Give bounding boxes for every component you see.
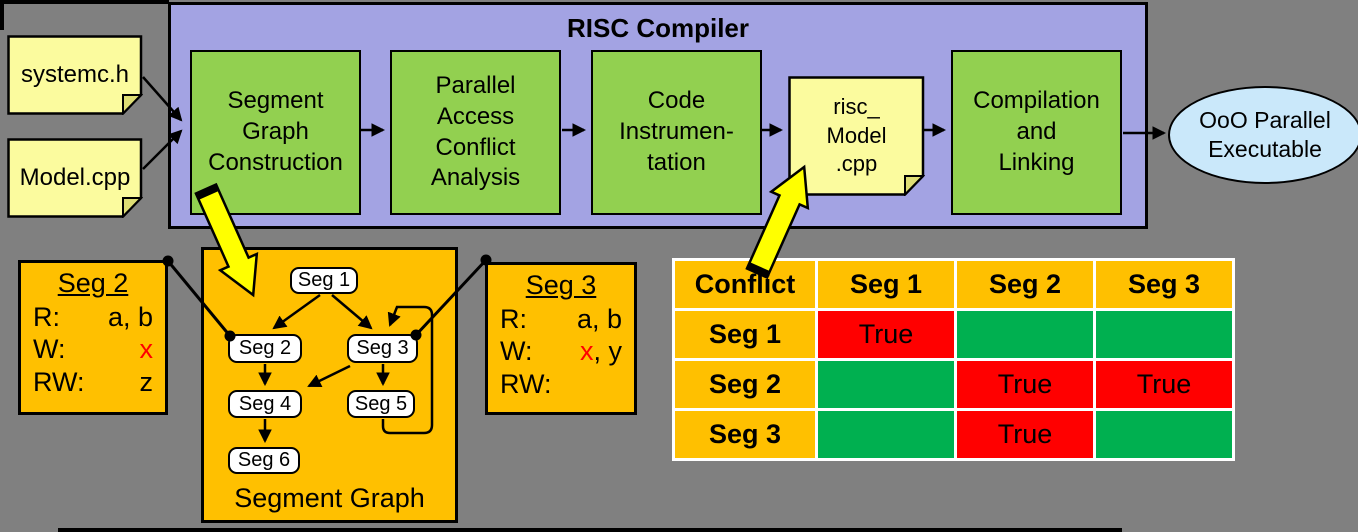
table-cell-seg3-seg1	[818, 411, 954, 458]
seg2-write-row: W: x	[33, 333, 153, 365]
table-header-seg2: Seg 2	[957, 261, 1093, 308]
table-rowheader-seg2: Seg 2	[675, 361, 815, 408]
graph-node-seg3: Seg 3	[347, 334, 418, 363]
read-label: R:	[500, 304, 527, 334]
write-value-conflict: x	[579, 336, 594, 367]
seg3-title: Seg 3	[525, 270, 597, 300]
table-cell-seg3-seg3	[1096, 411, 1232, 458]
sticky-note-shape	[7, 35, 144, 116]
readwrite-value: z	[139, 366, 154, 397]
table-cell-seg1-seg1: True	[818, 311, 954, 358]
table-cell-seg3-seg2: True	[957, 411, 1093, 458]
systemc-h-note: systemc.h	[7, 35, 144, 116]
table-cell-seg1-seg2	[957, 311, 1093, 358]
seg2-detail-box: Seg 2 R: a, b W: x RW: z	[18, 260, 168, 415]
table-rowheader-seg1: Seg 1	[675, 311, 815, 358]
table-header-seg1: Seg 1	[818, 261, 954, 308]
readwrite-label: RW:	[500, 368, 552, 399]
read-value: a, b	[107, 302, 153, 332]
graph-node-seg5: Seg 5	[347, 390, 415, 418]
frame-border-top	[0, 0, 169, 4]
seg3-read-row: R: a, b	[500, 303, 622, 335]
seg2-read-row: R: a, b	[33, 301, 153, 333]
risc-model-cpp-label: risc_ Model .cpp	[826, 94, 887, 177]
graph-node-seg6: Seg 6	[228, 447, 300, 474]
segment-graph-caption: Segment Graph	[234, 483, 425, 513]
seg3-detail-box: Seg 3 R: a, b W: x, y RW:	[485, 262, 637, 415]
table-cell-seg1-seg3	[1096, 311, 1232, 358]
sticky-note-shape	[7, 138, 144, 219]
frame-border-left	[0, 0, 4, 30]
graph-node-seg1: Seg 1	[290, 267, 358, 294]
systemc-h-label: systemc.h	[20, 61, 130, 88]
graph-node-seg2: Seg 2	[228, 334, 302, 363]
seg3-write-row: W: x, y	[500, 335, 622, 367]
graph-node-seg4: Seg 4	[228, 390, 302, 418]
table-header-conflict: Conflict	[675, 261, 815, 308]
stage-compilation-and-linking: Compilation and Linking	[951, 50, 1122, 215]
table-cell-seg2-seg2: True	[957, 361, 1093, 408]
seg2-title: Seg 2	[57, 268, 129, 298]
write-value-rest: , y	[593, 336, 622, 367]
seg3-readwrite-row: RW:	[500, 368, 622, 400]
model-cpp-label: Model.cpp	[19, 164, 131, 191]
read-value: a, b	[576, 304, 622, 334]
risc-compiler-title: RISC Compiler	[566, 13, 750, 43]
write-value-conflict: x	[139, 334, 154, 365]
model-cpp-note: Model.cpp	[7, 138, 144, 219]
table-header-seg3: Seg 3	[1096, 261, 1232, 308]
read-label: R:	[33, 302, 60, 332]
stage-parallel-access-conflict-analysis: Parallel Access Conflict Analysis	[390, 50, 561, 215]
risc-model-cpp-note: risc_ Model .cpp	[788, 76, 926, 197]
stage-segment-graph-construction: Segment Graph Construction	[190, 50, 361, 215]
seg2-readwrite-row: RW: z	[33, 366, 153, 398]
ooo-parallel-executable-ellipse: OoO Parallel Executable	[1168, 86, 1358, 184]
table-cell-seg2-seg1	[818, 361, 954, 408]
table-rowheader-seg3: Seg 3	[675, 411, 815, 458]
write-label: W:	[33, 334, 66, 365]
readwrite-label: RW:	[33, 366, 85, 397]
conflict-table: Conflict Seg 1 Seg 2 Seg 3 Seg 1 True Se…	[672, 258, 1235, 461]
write-label: W:	[500, 336, 533, 367]
stage-code-instrumentation: Code Instrumen- tation	[591, 50, 762, 215]
frame-border-bottom	[58, 528, 1122, 532]
write-value: x, y	[580, 335, 622, 367]
table-cell-seg2-seg3: True	[1096, 361, 1232, 408]
write-value: x	[140, 333, 154, 365]
risc-compiler-container: RISC Compiler Segment Graph Construction…	[168, 2, 1148, 229]
